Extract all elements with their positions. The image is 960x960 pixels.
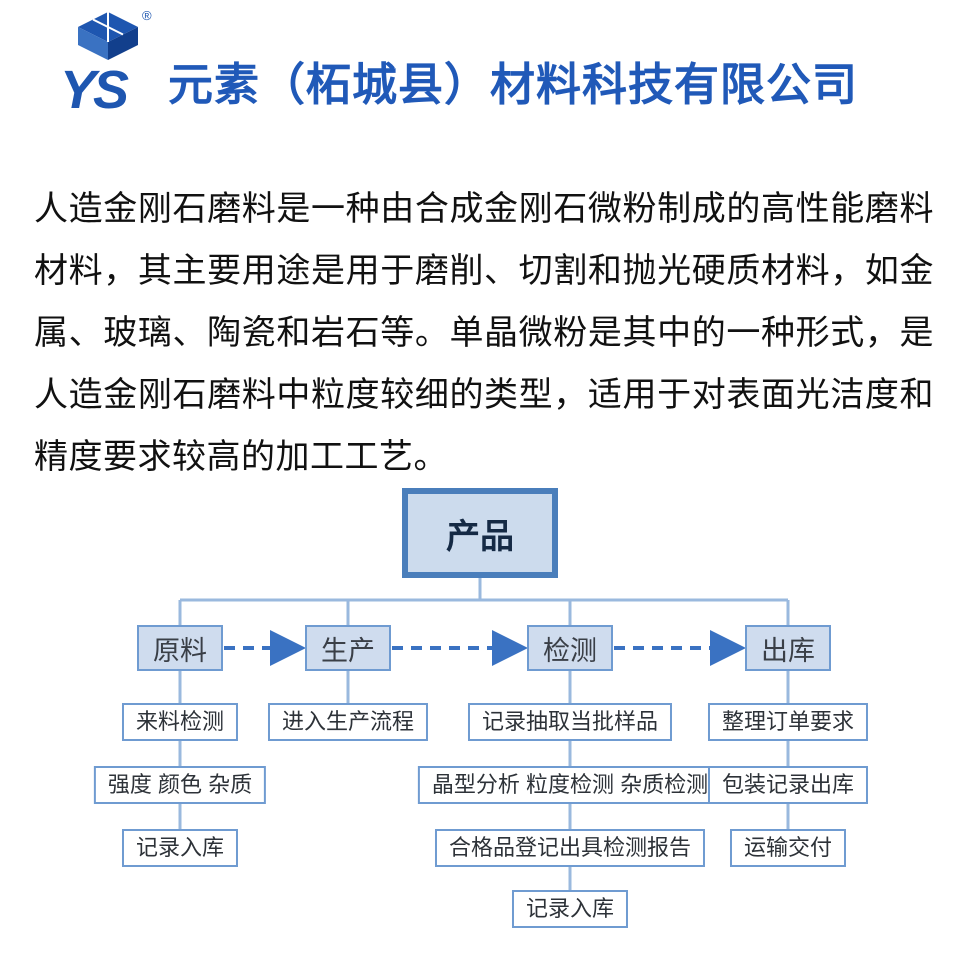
flow-node-raw-material: 原料 (137, 625, 223, 671)
company-name: 元素（柘城县）材料科技有限公司 (168, 59, 859, 110)
flow-step: 来料检测 (121, 703, 239, 741)
flow-step: 合格品登记出具检测报告 (434, 829, 706, 867)
flow-step: 晶型分析 粒度检测 杂质检测 (417, 766, 723, 804)
flow-step: 包装记录出库 (707, 766, 869, 804)
flow-step: 进入生产流程 (267, 703, 429, 741)
flow-node-production: 生产 (305, 625, 391, 671)
flow-step: 运输交付 (729, 829, 847, 867)
flow-step: 强度 颜色 杂质 (93, 766, 267, 804)
flow-step: 记录入库 (121, 829, 239, 867)
company-logo-icon: YS ® (60, 8, 152, 120)
registered-mark: ® (142, 8, 152, 23)
flow-node-inspection: 检测 (527, 625, 613, 671)
flow-node-outbound: 出库 (745, 625, 831, 671)
svg-text:YS: YS (60, 60, 129, 120)
flow-node-product: 产品 (402, 488, 558, 578)
intro-paragraph: 人造金刚石磨料是一种由合成金刚石微粉制成的高性能磨料材料，其主要用途是用于磨削、… (34, 190, 934, 476)
flow-step: 整理订单要求 (707, 703, 869, 741)
flow-step: 记录入库 (511, 890, 629, 928)
flow-step: 记录抽取当批样品 (467, 703, 673, 741)
